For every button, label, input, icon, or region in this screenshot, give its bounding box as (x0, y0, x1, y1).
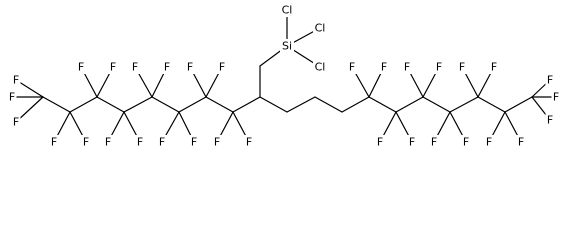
bond (368, 96, 397, 113)
atom-label: F (219, 61, 225, 74)
atom-label: F (191, 136, 197, 149)
fluorine-atom: F (130, 60, 140, 74)
atom-label: F (105, 136, 111, 149)
fluorine-atom: F (81, 135, 91, 149)
atom-label: Cl (315, 61, 326, 74)
fluorine-atom: F (7, 90, 17, 104)
fluorine-atom: F (489, 60, 499, 74)
fluorine-atom: F (11, 73, 21, 87)
bond (422, 96, 451, 113)
atom-label: F (377, 136, 383, 149)
fluorine-atom: F (402, 60, 412, 74)
fluorine-atom: F (76, 60, 86, 74)
bond (151, 96, 180, 113)
fluorine-atom: F (347, 60, 357, 74)
atom-label: F (137, 136, 143, 149)
atom-label: F (214, 136, 220, 149)
atom-label: F (491, 61, 497, 74)
fluorine-atom: F (375, 135, 385, 149)
atom-label: F (13, 116, 19, 129)
atom-label: F (463, 136, 469, 149)
atom-label: F (51, 136, 57, 149)
atom-label: F (381, 61, 387, 74)
chlorine-atom: Cl (280, 3, 294, 17)
bond (178, 96, 207, 113)
atom-label: F (159, 136, 165, 149)
fluorine-atom: F (162, 60, 172, 74)
bond (314, 96, 343, 113)
bond (341, 96, 370, 113)
bond (69, 96, 98, 113)
atom-label: F (547, 74, 553, 87)
fluorine-atom: F (461, 135, 471, 149)
bond (232, 96, 261, 113)
fluorine-atom: F (545, 113, 555, 127)
fluorine-atom: F (189, 135, 199, 149)
fluorine-atom: F (185, 60, 195, 74)
fluorine-atom: F (157, 135, 167, 149)
fluorine-atom: F (108, 60, 118, 74)
fluorine-atom: F (484, 135, 494, 149)
fluorine-atom: F (11, 115, 21, 129)
atom-label: F (404, 61, 410, 74)
atom-label: F (431, 136, 437, 149)
atom-label: F (436, 61, 442, 74)
atom-label: F (486, 136, 492, 149)
atom-label: F (83, 136, 89, 149)
atom-label: Cl (315, 22, 326, 35)
fluorine-atom: F (434, 60, 444, 74)
atom-label: F (409, 136, 415, 149)
atom-label: F (78, 61, 84, 74)
fluorine-atom: F (545, 73, 555, 87)
atom-label: F (9, 91, 15, 104)
chlorine-atom: Cl (313, 60, 327, 74)
fluorine-atom: F (135, 135, 145, 149)
atom-label: F (187, 61, 193, 74)
atom-label: F (553, 91, 559, 104)
bond (42, 96, 71, 113)
bond (259, 96, 288, 113)
atom-label: F (132, 61, 138, 74)
atom-label: F (13, 74, 19, 87)
atom-label: F (110, 61, 116, 74)
bond (477, 96, 506, 113)
bond-layer (11, 9, 557, 143)
atom-label: Si (282, 40, 292, 53)
bond (286, 96, 316, 113)
fluorine-atom: F (407, 135, 417, 149)
fluorine-atom: F (212, 135, 222, 149)
fluorine-atom: F (217, 60, 227, 74)
atom-label: F (349, 61, 355, 74)
atom-label: F (547, 114, 553, 127)
fluorine-atom: F (551, 90, 561, 104)
bond (449, 96, 479, 113)
fluorine-atom: F (429, 135, 439, 149)
atom-label: Cl (282, 4, 293, 17)
bond (96, 96, 125, 113)
chlorine-atom: Cl (313, 21, 327, 35)
fluorine-atom: F (457, 60, 467, 74)
bond (205, 96, 234, 113)
fluorine-atom: F (103, 135, 113, 149)
atom-label: F (518, 136, 524, 149)
fluorine-atom: F (379, 60, 389, 74)
atom-label: F (164, 61, 170, 74)
fluorine-atom: F (516, 135, 526, 149)
silicon-atom: Si (280, 39, 294, 53)
fluorine-atom: F (49, 135, 59, 149)
fluorine-atom: F (244, 135, 254, 149)
bond (123, 96, 153, 113)
atom-label: F (246, 136, 252, 149)
bond (395, 96, 424, 113)
bond (504, 96, 533, 113)
atom-label: F (459, 61, 465, 74)
